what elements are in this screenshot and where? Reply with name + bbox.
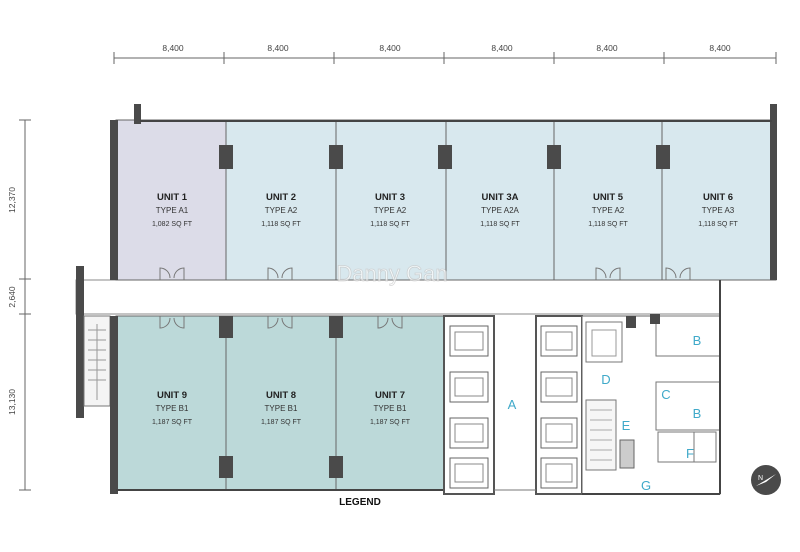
unit-5-area[interactable] [553, 119, 663, 281]
unit-3a-area[interactable] [445, 119, 555, 281]
unit-3-type: TYPE A2 [374, 206, 407, 215]
unit-7-size: 1,187 SQ FT [370, 419, 411, 426]
unit-9-type: TYPE B1 [156, 404, 189, 413]
bottom-row-units [110, 315, 445, 494]
service-rooms [581, 280, 721, 495]
unit-1-area[interactable] [115, 119, 227, 281]
left-dim-1: 12,370 [7, 187, 17, 213]
top-row-units [110, 104, 777, 281]
top-dim-6: 8,400 [709, 43, 731, 53]
unit-7-type: TYPE B1 [374, 404, 407, 413]
top-dim-1: 8,400 [162, 43, 184, 53]
unit-5-type: TYPE A2 [592, 206, 625, 215]
top-dim-5: 8,400 [596, 43, 618, 53]
unit-3a-name: UNIT 3A [482, 192, 519, 203]
unit-2-size: 1,118 SQ FT [261, 221, 301, 228]
unit-2-type: TYPE A2 [265, 206, 298, 215]
top-dim-4: 8,400 [491, 43, 513, 53]
top-dimension-line: 8,400 8,400 8,400 8,400 8,400 8,400 [113, 43, 777, 64]
unit-5-size: 1,118 SQ FT [588, 221, 628, 228]
unit-6-type: TYPE A3 [702, 206, 735, 215]
zone-b-label-2: B [693, 406, 702, 421]
unit-2-area[interactable] [225, 119, 337, 281]
lift-core [443, 315, 583, 495]
zone-b-label-1: B [693, 333, 702, 348]
unit-3-name: UNIT 3 [375, 192, 405, 203]
zone-e-label: E [622, 418, 631, 433]
unit-1-type: TYPE A1 [156, 206, 189, 215]
unit-3-size: 1,118 SQ FT [370, 221, 410, 228]
unit-8-size: 1,187 SQ FT [261, 419, 302, 426]
compass-icon: N [751, 465, 781, 495]
unit-9-area[interactable] [115, 315, 227, 491]
left-dimension-line: 12,370 2,640 13,130 [7, 119, 31, 491]
zone-a-label: A [508, 397, 517, 412]
unit-6-area[interactable] [661, 119, 777, 281]
unit-9-name: UNIT 9 [157, 390, 187, 401]
zone-c-label: C [661, 387, 670, 402]
zone-g-label: G [641, 478, 651, 493]
unit-8-type: TYPE B1 [265, 404, 298, 413]
unit-1-name: UNIT 1 [157, 192, 188, 203]
compass-label: N [758, 475, 763, 482]
unit-7-area[interactable] [335, 315, 445, 491]
unit-7-name: UNIT 7 [375, 390, 405, 401]
unit-8-area[interactable] [225, 315, 337, 491]
unit-6-name: UNIT 6 [703, 192, 733, 203]
west-stairwell [83, 315, 111, 407]
unit-3a-size: 1,118 SQ FT [480, 221, 520, 228]
left-dim-3: 13,130 [7, 389, 17, 415]
west-wall [76, 266, 84, 418]
watermark: Danny Gan [336, 261, 447, 286]
unit-3-area[interactable] [335, 119, 447, 281]
unit-5-name: UNIT 5 [593, 192, 624, 203]
zone-d-label: D [601, 372, 610, 387]
zone-f-label: F [686, 446, 694, 461]
unit-9-size: 1,187 SQ FT [152, 419, 193, 426]
legend-label[interactable]: LEGEND [339, 497, 381, 508]
unit-8-name: UNIT 8 [266, 390, 296, 401]
left-dim-2: 2,640 [7, 286, 17, 308]
top-dim-3: 8,400 [379, 43, 401, 53]
unit-2-name: UNIT 2 [266, 192, 296, 203]
top-dim-2: 8,400 [267, 43, 289, 53]
unit-6-size: 1,118 SQ FT [698, 221, 738, 228]
unit-3a-type: TYPE A2A [481, 206, 519, 215]
unit-1-size: 1,082 SQ FT [152, 221, 193, 228]
corridor [75, 279, 721, 315]
